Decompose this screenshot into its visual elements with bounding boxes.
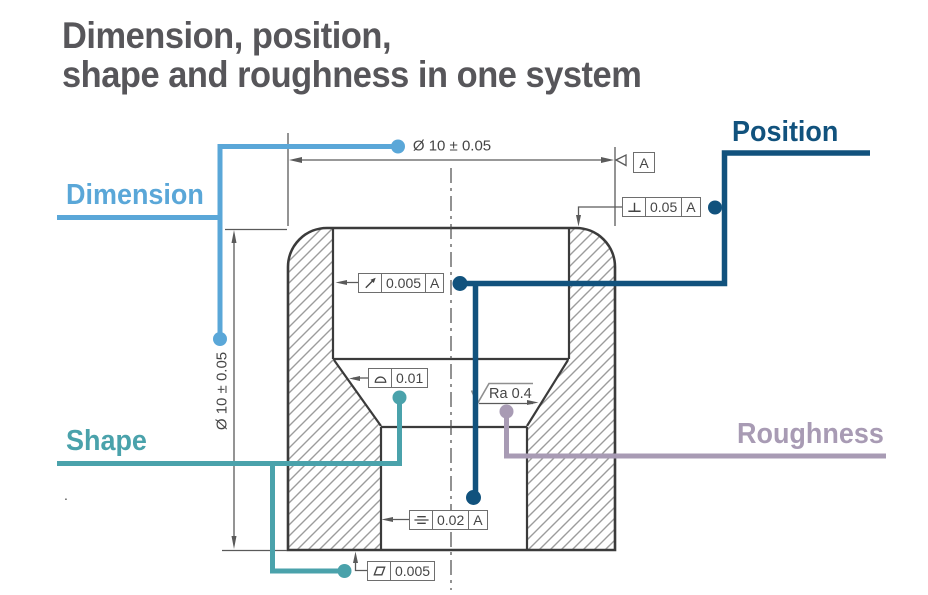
symmetry-icon	[410, 511, 432, 529]
flatness-tolerance-frame: 0.005	[367, 561, 436, 581]
shape-dot-profile	[392, 390, 407, 405]
perpendicularity-tolerance-frame: 0.05 A	[622, 197, 701, 217]
dimension-callout-line	[57, 139, 405, 346]
leader-lines	[335, 206, 622, 572]
flatness-leader	[354, 556, 367, 572]
dimension-dot-bottom	[213, 332, 227, 346]
tolerance-value: 0.005	[381, 274, 425, 292]
outer-profile	[286, 226, 617, 552]
surface-roughness-value: Ra 0.4	[489, 386, 532, 402]
perpendicularity-icon	[623, 198, 645, 216]
right-wall-hatch	[527, 229, 614, 549]
tolerance-value: 0.005	[390, 562, 434, 580]
roughness-callout-line	[499, 404, 886, 459]
datum-flag: A	[633, 152, 655, 173]
top-right-arrow	[601, 157, 614, 163]
left-up-arrow	[231, 230, 237, 243]
dimension-dot-top	[391, 139, 405, 154]
top-left-arrow	[289, 157, 302, 163]
datum-reference: A	[425, 274, 443, 292]
tolerance-value: 0.05	[645, 198, 681, 216]
position-dot-symmetry	[466, 490, 481, 505]
section-hatching	[289, 229, 614, 549]
roughness-arrow	[527, 400, 539, 405]
left-down-arrow	[231, 536, 237, 549]
line-profile-icon	[369, 369, 391, 387]
shape-callout-line	[57, 390, 407, 578]
stray-period-mark: .	[64, 487, 68, 503]
position-label: Position	[732, 116, 839, 148]
title-line-1: Dimension, position,	[62, 15, 392, 56]
circular-runout-tolerance-frame: 0.005 A	[358, 273, 445, 293]
datum-reference: A	[468, 511, 486, 529]
top-diameter-dimension: Ø 10 ± 0.05	[412, 137, 492, 155]
dimension-label: Dimension	[66, 179, 204, 211]
roughness-label: Roughness	[737, 418, 884, 450]
title-line-2: shape and roughness in one system	[62, 54, 642, 95]
counterbore-walls	[331, 228, 571, 359]
perpendicularity-arrow	[576, 215, 581, 227]
left-wall-hatch	[289, 229, 381, 549]
line-profile-tolerance-frame: 0.01	[368, 368, 429, 388]
position-callout-line	[452, 150, 870, 505]
flatness-icon	[368, 562, 390, 580]
datum-triangle	[614, 153, 627, 167]
tolerance-value: 0.02	[432, 511, 468, 529]
shape-label: Shape	[66, 425, 147, 457]
left-diameter-dimension: Ø 10 ± 0.05	[213, 351, 231, 431]
position-dot-perpendicularity	[708, 200, 722, 215]
position-dot-runout	[452, 276, 468, 291]
symmetry-tolerance-frame: 0.02 A	[409, 510, 488, 530]
flatness-arrow	[353, 551, 358, 563]
datum-reference: A	[681, 198, 699, 216]
shape-dot-flatness	[337, 564, 352, 578]
runout-arrow	[335, 280, 347, 285]
circular-runout-icon	[359, 274, 381, 292]
page-title: Dimension, position, shape and roughness…	[62, 15, 642, 95]
bore-walls	[379, 427, 529, 550]
profile-arrow	[349, 376, 360, 381]
cone-taper	[333, 359, 569, 427]
tolerance-value: 0.01	[391, 369, 427, 387]
symmetry-arrow	[381, 517, 393, 522]
roughness-dot	[499, 404, 514, 419]
